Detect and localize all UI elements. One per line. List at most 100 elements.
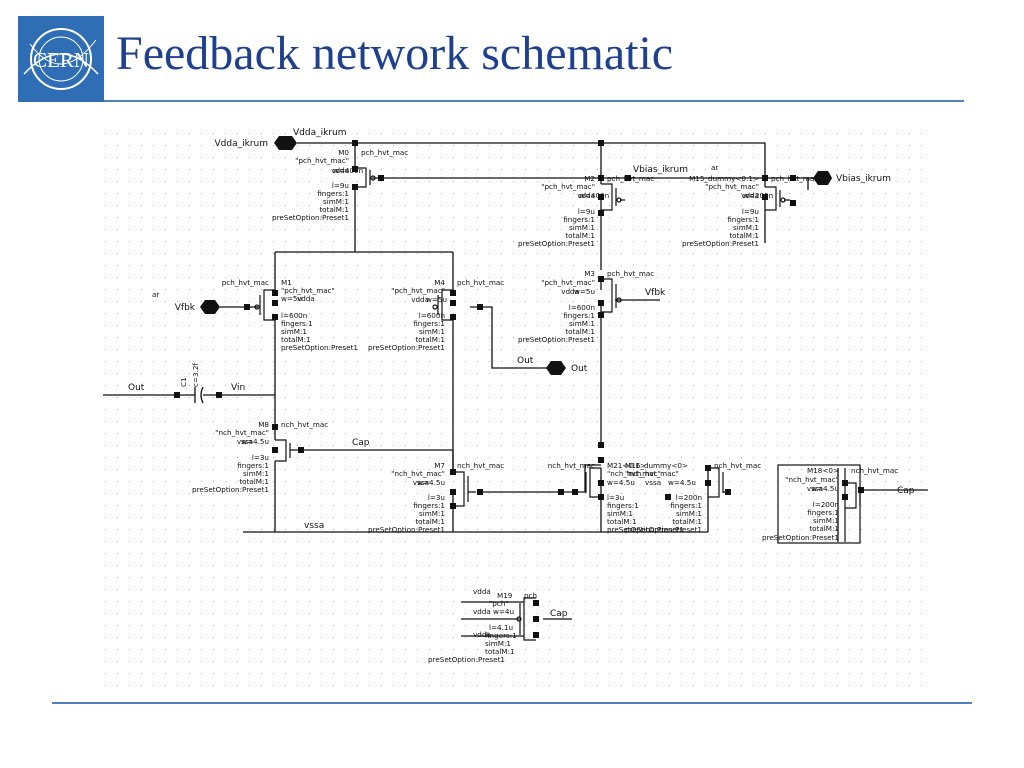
- svg-text:nch_hvt_mac: nch_hvt_mac: [714, 461, 761, 470]
- transistor-m16: [708, 467, 725, 498]
- svg-text:vssa: vssa: [807, 484, 823, 493]
- svg-text:vdda: vdda: [473, 587, 491, 596]
- svg-text:vdda: vdda: [741, 191, 759, 200]
- svg-text:w=5u: w=5u: [426, 295, 447, 304]
- svg-text:totalM:1: totalM:1: [809, 524, 839, 533]
- transistor-m0: [355, 167, 376, 188]
- svg-text:pch_hvt_mac: pch_hvt_mac: [361, 148, 408, 157]
- svg-text:"nch_hvt_mac": "nch_hvt_mac": [607, 469, 661, 478]
- svg-text:simM:1: simM:1: [281, 327, 307, 336]
- svg-text:vdda: vdda: [561, 287, 579, 296]
- svg-text:fingers:1: fingers:1: [413, 319, 445, 328]
- svg-text:pch_hvt_mac: pch_hvt_mac: [457, 278, 504, 287]
- svg-text:nch_hvt_mac: nch_hvt_mac: [851, 466, 898, 475]
- svg-text:fingers:1: fingers:1: [563, 311, 595, 320]
- svg-text:fingers:1: fingers:1: [281, 319, 313, 328]
- svg-text:Vdda_ikrum: Vdda_ikrum: [215, 139, 268, 149]
- svg-text:"pch_hvt_mac": "pch_hvt_mac": [295, 156, 349, 165]
- transistor-m19: [461, 597, 536, 641]
- svg-text:preSetOption:Preset1: preSetOption:Preset1: [518, 239, 595, 248]
- svg-text:l=3u: l=3u: [607, 493, 624, 502]
- svg-text:"nch_hvt_mac": "nch_hvt_mac": [625, 469, 679, 478]
- m18-annotation: M18<0> nch_hvt_mac "nch_hvt_mac" vssa w=…: [762, 466, 898, 542]
- svg-text:fingers:1: fingers:1: [670, 501, 702, 510]
- vssa-net-label: vssa: [304, 521, 324, 531]
- svg-text:totalM:1: totalM:1: [729, 231, 759, 240]
- transistor-m15: [765, 186, 790, 211]
- svg-text:w=4.5u: w=4.5u: [607, 478, 635, 487]
- svg-text:vssa: vssa: [237, 437, 253, 446]
- svg-text:w=400n: w=400n: [579, 191, 609, 200]
- logo-text: CERN: [33, 48, 89, 72]
- svg-text:l=3u: l=3u: [252, 453, 269, 462]
- svg-text:Out: Out: [571, 364, 588, 374]
- svg-text:preSetOption:Preset1: preSetOption:Preset1: [368, 343, 445, 352]
- svg-text:l=3u: l=3u: [428, 493, 445, 502]
- svg-text:vdda: vdda: [331, 166, 349, 175]
- svg-text:preSetOption:Preset1: preSetOption:Preset1: [281, 343, 358, 352]
- m19-annotation: vdda M19 pch "pch" vdda w=4u l=4.1u vdda…: [428, 587, 537, 664]
- svg-text:M18<0>: M18<0>: [807, 466, 839, 475]
- svg-text:M8: M8: [258, 420, 269, 429]
- cap-bottom-net-label: Cap: [550, 609, 568, 619]
- svg-text:"pch_hvt_mac": "pch_hvt_mac": [281, 286, 335, 295]
- m16-annotation: M16_dummy<0> nch_hvt_mac "nch_hvt_mac" v…: [625, 461, 761, 534]
- svg-text:M1: M1: [281, 278, 292, 287]
- m7-annotation: M7 nch_hvt_mac "nch_hvt_mac" vssa w=4.5u…: [368, 461, 504, 534]
- dot-grid: [100, 128, 930, 690]
- transistor-m8: [275, 439, 291, 462]
- svg-text:nch_hvt_mac: nch_hvt_mac: [281, 420, 328, 429]
- svg-text:l=600n: l=600n: [281, 311, 307, 320]
- capacitor-c1: [194, 386, 204, 404]
- transistor-m4: [432, 289, 453, 321]
- svg-text:M7: M7: [434, 461, 445, 470]
- transistor-m18: [777, 464, 861, 544]
- svg-text:totalM:1: totalM:1: [415, 517, 445, 526]
- svg-text:vdda: vdda: [411, 295, 429, 304]
- svg-text:w=4.5u: w=4.5u: [241, 437, 269, 446]
- title-underline: [104, 100, 964, 102]
- svg-text:M19: M19: [497, 591, 513, 600]
- m4-annotation: M4 pch_hvt_mac "pch_hvt_mac" vdda w=5u l…: [368, 278, 504, 352]
- transistor-m7: [453, 471, 476, 507]
- svg-text:"nch_hvt_mac": "nch_hvt_mac": [215, 428, 269, 437]
- svg-text:pch: pch: [524, 591, 537, 600]
- svg-text:vdda: vdda: [297, 294, 315, 303]
- svg-text:"pch": "pch": [489, 599, 509, 608]
- svg-text:simM:1: simM:1: [569, 319, 595, 328]
- svg-text:fingers:1: fingers:1: [607, 501, 639, 510]
- svg-text:l=9u: l=9u: [332, 181, 349, 190]
- svg-text:M16_dummy<0>: M16_dummy<0>: [625, 461, 688, 470]
- svg-text:totalM:1: totalM:1: [281, 335, 311, 344]
- vdda-ikrum-pin: Vdda_ikrum: [215, 136, 297, 150]
- svg-text:preSetOption:Preset1: preSetOption:Preset1: [192, 485, 269, 494]
- svg-text:l=9u: l=9u: [578, 207, 595, 216]
- svg-text:M3: M3: [584, 269, 595, 278]
- m21-annotation: nch_hvt_mac M21<0:1> "nch_hvt_mac" w=4.5…: [548, 461, 684, 534]
- schematic-canvas: Vdda_ikrum Vdda_ikrum Vbias_ikrum Vbias_…: [100, 128, 930, 690]
- svg-text:"pch_hvt_mac": "pch_hvt_mac": [541, 278, 595, 287]
- svg-text:preSetOption:Preset1: preSetOption:Preset1: [607, 525, 684, 534]
- svg-text:fingers:1: fingers:1: [317, 189, 349, 198]
- svg-text:preSetOption:Preset1: preSetOption:Preset1: [625, 525, 702, 534]
- svg-text:simM:1: simM:1: [419, 327, 445, 336]
- cap-net-label: Cap: [352, 438, 370, 448]
- svg-text:pch_hvt_mac: pch_hvt_mac: [607, 174, 654, 183]
- out-pin: Out: [546, 361, 588, 375]
- svg-text:"pch_hvt_mac": "pch_hvt_mac": [391, 286, 445, 295]
- svg-text:totalM:1: totalM:1: [485, 647, 515, 656]
- svg-text:totalM:1: totalM:1: [565, 231, 595, 240]
- svg-text:preSetOption:Preset1: preSetOption:Preset1: [682, 239, 759, 248]
- svg-text:w=4.5u: w=4.5u: [417, 478, 445, 487]
- slide-title: Feedback network schematic: [116, 27, 674, 80]
- svg-text:totalM:1: totalM:1: [239, 477, 269, 486]
- vin-net-label: Vin: [231, 383, 245, 393]
- svg-text:l=9u: l=9u: [742, 207, 759, 216]
- svg-text:preSetOption:Preset1: preSetOption:Preset1: [518, 335, 595, 344]
- svg-text:simM:1: simM:1: [733, 223, 759, 232]
- svg-text:w=4u: w=4u: [493, 607, 514, 616]
- svg-text:pch_hvt_mac: pch_hvt_mac: [771, 174, 818, 183]
- svg-text:M4: M4: [434, 278, 445, 287]
- svg-text:vdda: vdda: [473, 607, 491, 616]
- svg-text:w=400n: w=400n: [333, 166, 363, 175]
